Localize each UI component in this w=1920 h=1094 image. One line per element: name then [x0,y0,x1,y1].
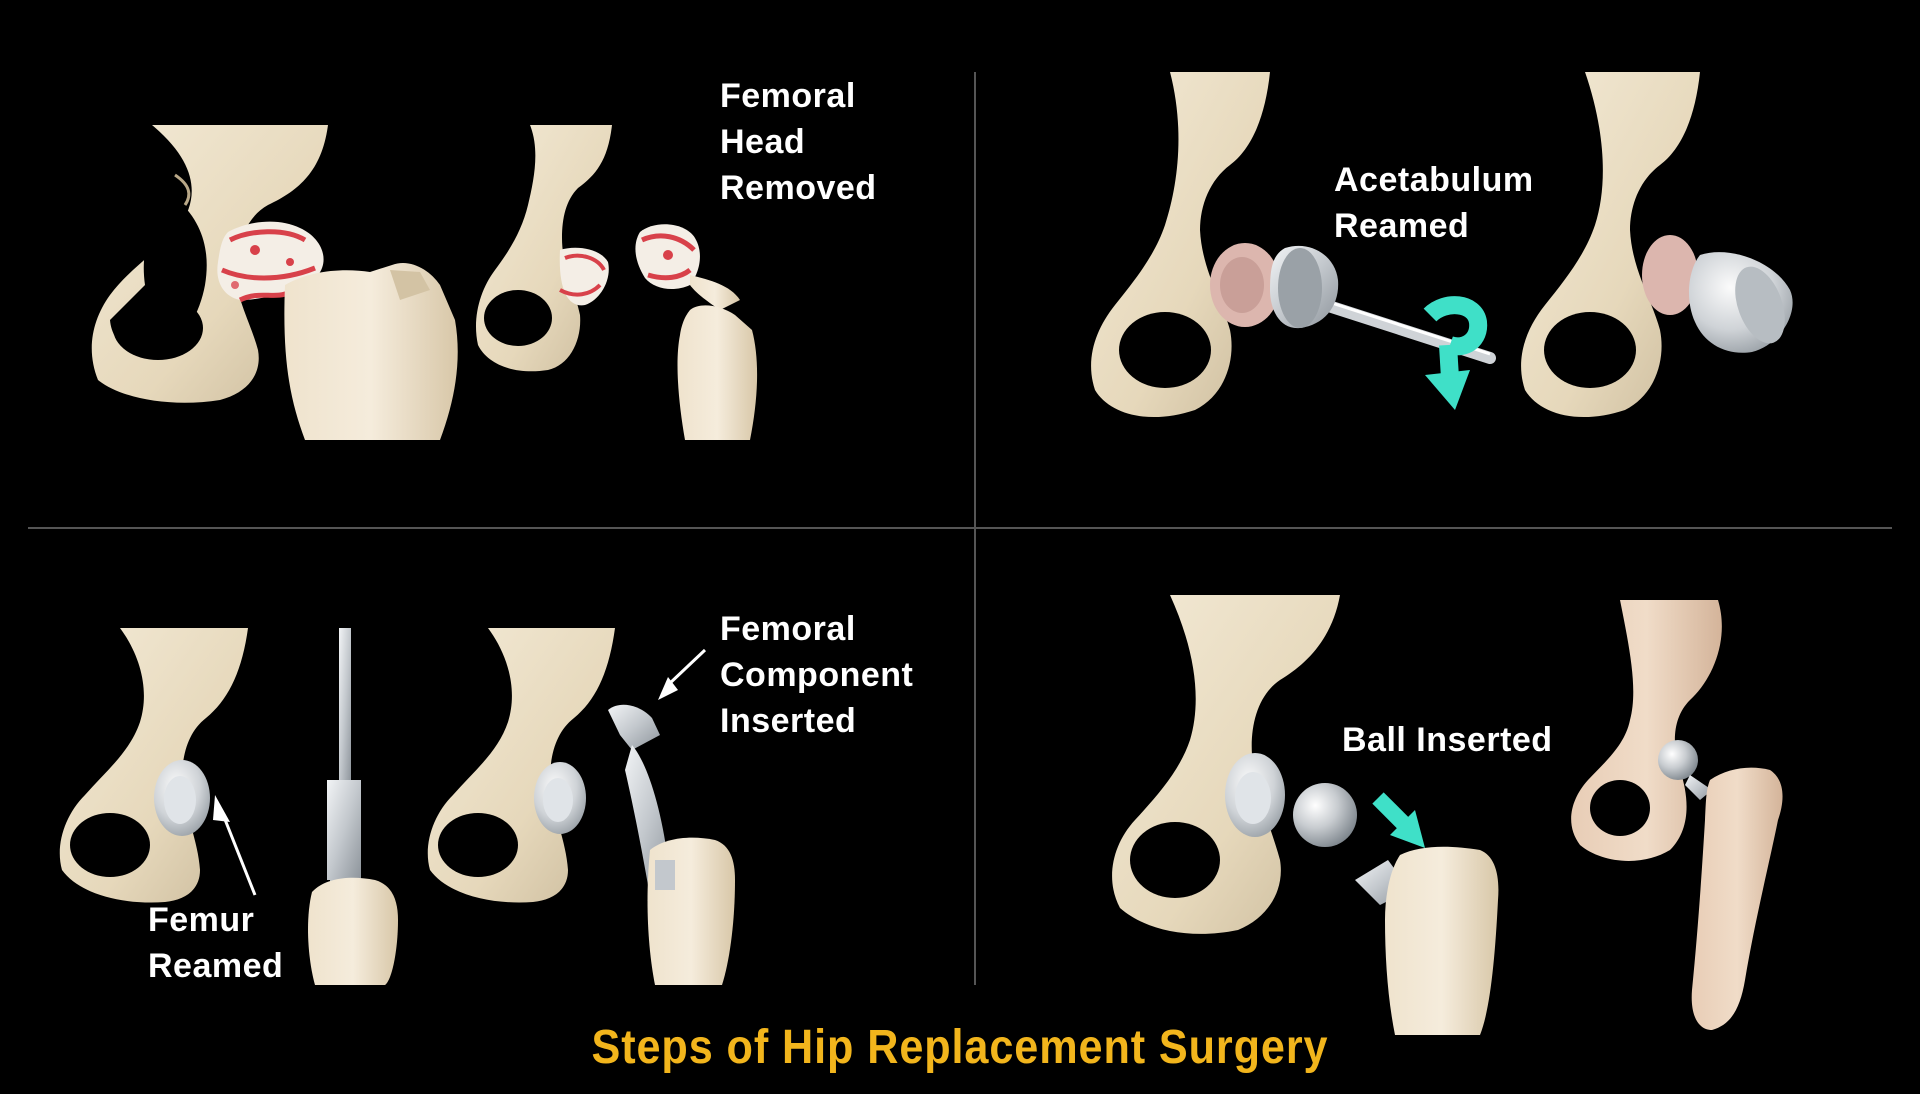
label-line: Removed [720,169,877,207]
femur-stump [677,305,758,440]
rotation-arrow-icon [1423,296,1488,410]
label-line: Component [720,656,914,694]
femur-stump-panel3 [308,877,398,985]
pelvis-panel3-right [427,628,615,903]
label-femoral-head-removed: Femoral Head Removed [720,73,877,211]
label-ball-inserted: Ball Inserted [1342,717,1553,763]
label-femoral-component-inserted: Femoral Component Inserted [720,606,913,744]
assembled-hip [1571,600,1783,1030]
acetabular-cup [1688,252,1793,353]
label-line: Femur [148,901,255,939]
pelvis-large [91,125,328,403]
femoral-reamer-rod [327,628,361,910]
label-femur-reamed: Femur Reamed [148,897,283,989]
label-line: Femoral [720,610,856,648]
label-line: Reamed [1334,207,1470,245]
label-line: Inserted [720,702,857,740]
insert-arrow-icon [1372,792,1425,848]
component-pointer-arrow-icon [658,648,707,700]
panel-femoral-head-removed [91,125,758,440]
label-acetabulum-reamed: Acetabulum Reamed [1334,157,1534,249]
pelvis-right-panel2 [1521,72,1700,418]
label-line: Ball Inserted [1342,721,1553,759]
label-line: Reamed [148,947,284,985]
panel-ball-inserted [1112,595,1783,1035]
femur-stump-panel3-right [647,837,735,985]
diagram-title: Steps of Hip Replacement Surgery [591,1021,1329,1074]
pelvis-small [475,125,612,372]
pelvis-panel3-left [59,628,249,903]
panel-acetabulum-reamed [1091,72,1793,418]
removed-femoral-head [635,224,740,310]
label-line: Head [720,123,806,161]
pelvis-left-panel2 [1091,72,1280,418]
acetabular-reamer [1270,245,1496,364]
prosthetic-ball [1293,783,1357,847]
label-line: Acetabulum [1334,161,1534,199]
panel-femur-reamed [59,628,735,985]
label-line: Femoral [720,77,856,115]
femur-large [284,262,458,440]
pelvis-panel4 [1112,595,1340,934]
femur-with-stem [1355,846,1499,1035]
pointer-arrow-icon [213,795,257,896]
